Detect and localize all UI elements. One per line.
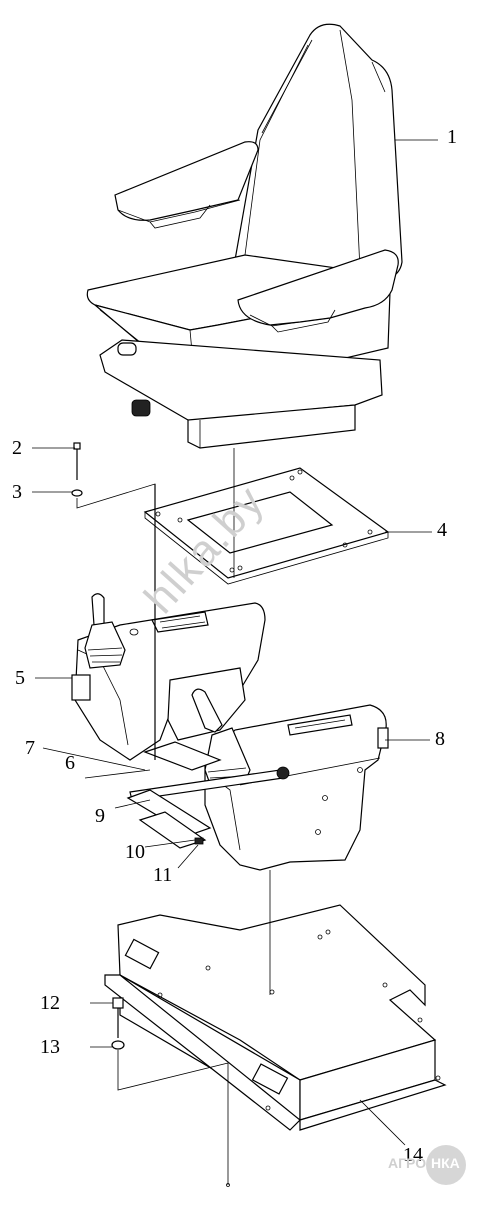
callout-5: 5 xyxy=(15,667,25,689)
leader-lines xyxy=(32,139,438,1146)
callout-12: 12 xyxy=(40,992,60,1014)
logo-badge xyxy=(426,1145,466,1185)
right-joystick-console xyxy=(129,688,389,871)
center-lines xyxy=(233,448,271,995)
callout-2: 2 xyxy=(12,437,22,459)
logo-text-right: НКА xyxy=(431,1155,460,1171)
agro-logo: АГРО НКА xyxy=(388,1145,478,1185)
callout-8: 8 xyxy=(435,728,445,750)
callout-11: 11 xyxy=(153,864,173,886)
callout-4: 4 xyxy=(437,519,447,541)
seat-assembly xyxy=(86,23,403,449)
callout-10: 10 xyxy=(125,841,145,863)
callout-6: 6 xyxy=(65,752,75,774)
small-plates xyxy=(126,484,222,849)
callout-1: 1 xyxy=(447,126,457,148)
base-bolt-and-washer xyxy=(111,997,230,1187)
callout-13: 13 xyxy=(40,1036,60,1058)
callout-7: 7 xyxy=(25,737,35,759)
callout-3: 3 xyxy=(12,481,22,503)
callout-14: 14 xyxy=(403,1144,423,1166)
base-box xyxy=(104,904,447,1131)
mounting-plate xyxy=(143,467,390,585)
callout-9: 9 xyxy=(95,805,105,827)
logo-text-left: АГРО xyxy=(388,1155,427,1171)
